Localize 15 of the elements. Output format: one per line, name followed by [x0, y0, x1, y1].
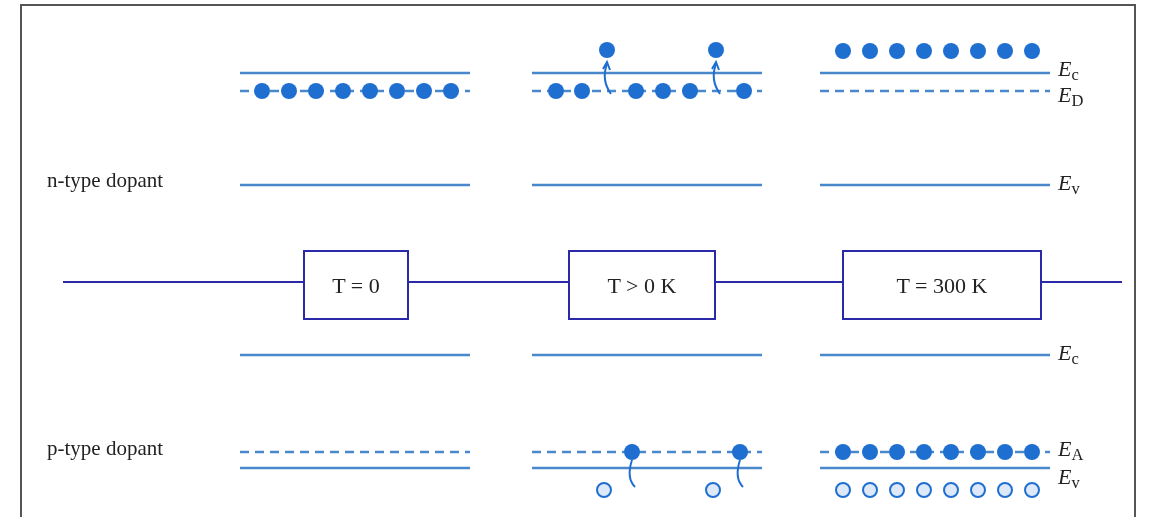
temperature-box: T > 0 K: [568, 250, 716, 320]
row-label: p-type dopant: [47, 438, 164, 459]
energy-level-label: E$_{v}$: [1058, 466, 1080, 488]
temperature-box: T = 300 K: [842, 250, 1042, 320]
energy-level-label: E$_{v}$: [1058, 172, 1080, 194]
energy-level-label: E$_{A}$: [1058, 438, 1084, 460]
energy-level-label: E$_{D}$: [1058, 84, 1084, 106]
connector-line: [408, 281, 569, 283]
energy-level-label: E$_{c}$: [1058, 58, 1079, 80]
connector-line: [62, 281, 304, 283]
row-label: n-type dopant: [47, 170, 164, 191]
temperature-box: T = 0: [303, 250, 409, 320]
connector-line: [1041, 281, 1123, 283]
energy-level-label: E$_{c}$: [1058, 342, 1079, 364]
connector-line: [715, 281, 843, 283]
